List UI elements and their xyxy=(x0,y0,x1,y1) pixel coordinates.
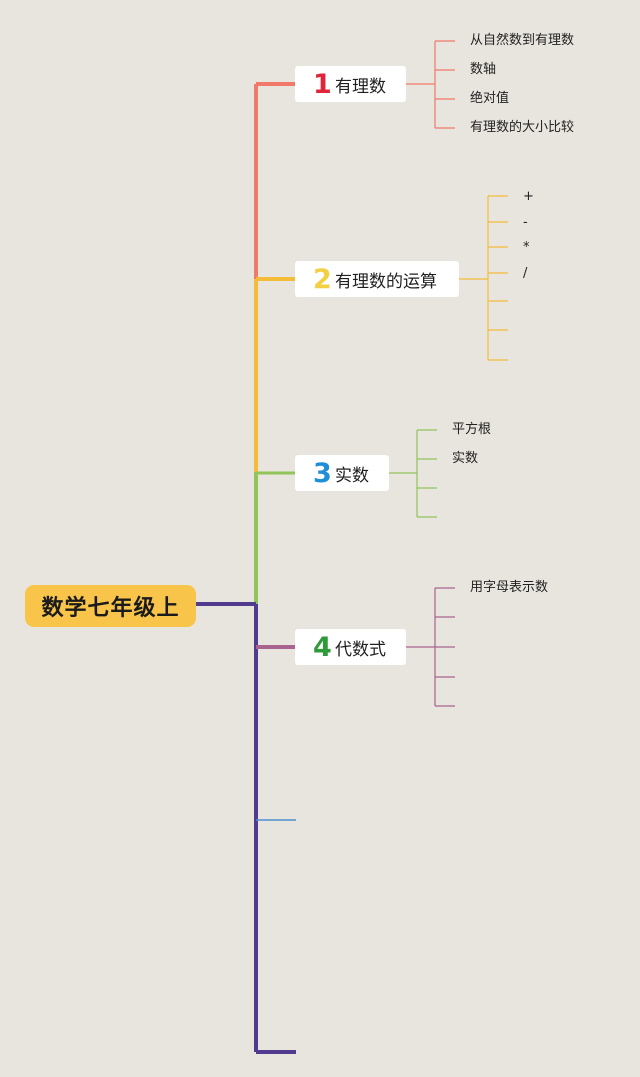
leaf-1-3[interactable]: 绝对值 xyxy=(470,91,510,106)
topic-node-1[interactable]: 1 有理数 xyxy=(295,66,406,102)
topic-node-4[interactable]: 4 代数式 xyxy=(295,629,406,665)
topic-number-4: 4 xyxy=(313,631,332,663)
topic-node-3[interactable]: 3 实数 xyxy=(295,455,389,491)
topic-node-2[interactable]: 2 有理数的运算 xyxy=(295,261,459,297)
topic-4-leaf-lines xyxy=(406,587,455,707)
topic-1-leaf-lines xyxy=(406,40,455,129)
topic-label-3: 实数 xyxy=(335,465,369,486)
leaf-1-2[interactable]: 数轴 xyxy=(470,62,497,77)
leaf-3-2[interactable]: 实数 xyxy=(452,451,479,466)
topic-2-leaf-lines xyxy=(459,195,508,361)
leaf-1-4[interactable]: 有理数的大小比较 xyxy=(470,120,575,135)
leaf-2-1[interactable]: + xyxy=(523,189,534,204)
topic-label-4: 代数式 xyxy=(335,639,386,660)
topic-number-3: 3 xyxy=(313,457,332,489)
topic-number-1: 1 xyxy=(313,68,332,100)
topic-number-2: 2 xyxy=(313,263,332,295)
leaf-4-1[interactable]: 用字母表示数 xyxy=(470,580,549,595)
topic-label-2: 有理数的运算 xyxy=(335,271,437,292)
leaf-2-2[interactable]: - xyxy=(523,215,528,230)
leaf-3-1[interactable]: 平方根 xyxy=(452,422,492,437)
leaf-1-1[interactable]: 从自然数到有理数 xyxy=(470,33,575,48)
topic-3-leaf-lines xyxy=(389,429,437,518)
leaf-2-3[interactable]: * xyxy=(523,240,530,255)
root-node[interactable]: 数学七年级上 xyxy=(25,585,196,627)
topic-label-1: 有理数 xyxy=(335,76,386,97)
leaf-2-4[interactable]: / xyxy=(523,266,528,281)
